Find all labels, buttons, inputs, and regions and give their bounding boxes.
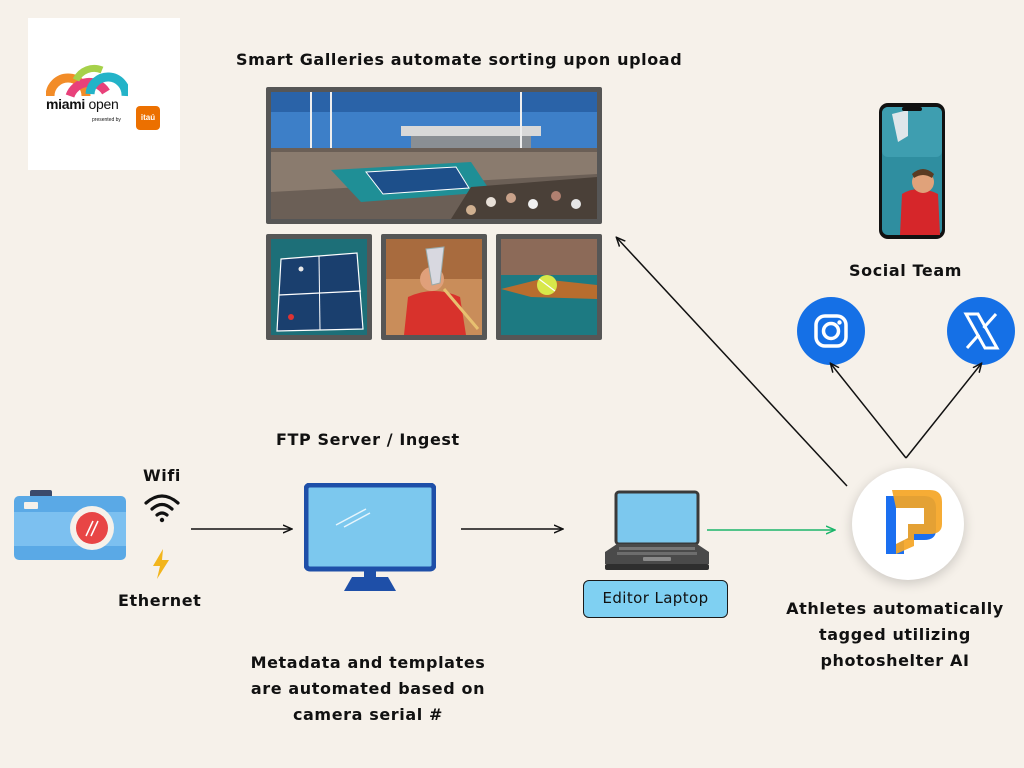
photoshelter-ai-node bbox=[852, 468, 964, 580]
lightning-icon bbox=[153, 549, 169, 579]
instagram-button[interactable] bbox=[797, 297, 865, 365]
gallery-main-photo[interactable] bbox=[266, 87, 602, 224]
gallery-thumb-trophy[interactable] bbox=[381, 234, 487, 340]
tennis-ball-photo-icon bbox=[501, 239, 597, 335]
photoshelter-logo-icon bbox=[886, 490, 942, 554]
smart-galleries-title: Smart Galleries automate sorting upon up… bbox=[236, 50, 683, 69]
ethernet-label: Ethernet bbox=[118, 591, 202, 610]
court-photo-icon bbox=[271, 239, 367, 335]
wifi-icon bbox=[144, 494, 180, 523]
laptop-icon bbox=[605, 490, 709, 570]
metadata-line-1: Metadata and templates bbox=[250, 653, 486, 672]
stadium-photo-icon bbox=[271, 92, 597, 219]
logo-presented-by: presented by bbox=[92, 117, 121, 123]
camera-icon bbox=[14, 490, 126, 560]
metadata-line-3: camera serial # bbox=[292, 705, 444, 724]
logo-arcs-icon bbox=[46, 64, 128, 98]
monitor-icon bbox=[304, 483, 436, 591]
metadata-caption: Metadata and templates are automated bas… bbox=[230, 650, 506, 728]
arrow-photoshelter-to-gallery bbox=[617, 238, 848, 487]
editor-laptop-label: Editor Laptop bbox=[583, 580, 728, 618]
gallery-thumb-ball[interactable] bbox=[496, 234, 602, 340]
wifi-label: Wifi bbox=[143, 466, 181, 485]
logo-brand-text: miami open bbox=[46, 96, 119, 112]
x-button[interactable] bbox=[947, 297, 1015, 365]
phone-icon bbox=[879, 103, 945, 239]
x-icon bbox=[963, 312, 1000, 350]
miami-open-logo: miami open presented by itaú bbox=[28, 18, 180, 170]
arrow-to-x bbox=[905, 364, 981, 459]
trophy-photo-icon bbox=[386, 239, 482, 335]
athletes-line-1: Athletes automatically bbox=[786, 599, 1004, 618]
metadata-line-2: are automated based on bbox=[250, 679, 486, 698]
social-team-label: Social Team bbox=[849, 261, 963, 280]
itau-logo: itaú bbox=[136, 106, 160, 130]
ftp-server-label: FTP Server / Ingest bbox=[276, 430, 460, 449]
arrow-to-instagram bbox=[831, 364, 907, 459]
athletes-caption: Athletes automatically tagged utilizing … bbox=[770, 596, 1020, 674]
athletes-line-3: photoshelter AI bbox=[820, 651, 970, 670]
instagram-icon bbox=[814, 314, 848, 348]
gallery-thumb-court[interactable] bbox=[266, 234, 372, 340]
athletes-line-2: tagged utilizing bbox=[819, 625, 971, 644]
